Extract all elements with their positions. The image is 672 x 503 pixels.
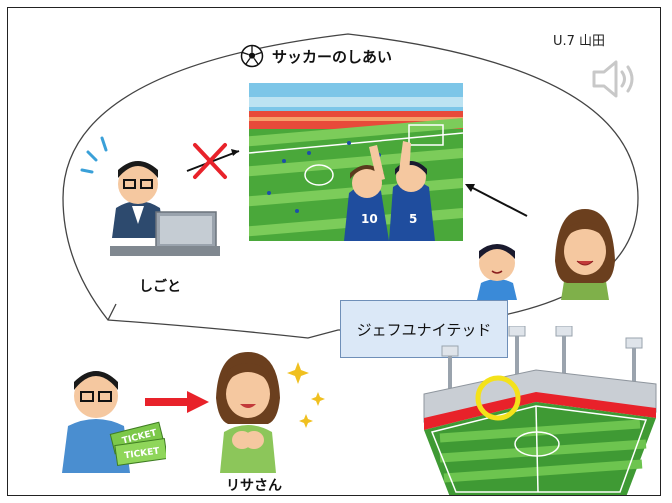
bubble-title: サッカーのしあい <box>240 44 392 68</box>
family-illustration <box>477 209 615 300</box>
sparkle-icon <box>287 362 325 428</box>
red-arrow-icon <box>145 391 209 413</box>
work-label: しごと <box>139 279 181 295</box>
soccer-ball-icon <box>240 44 264 68</box>
cross-icon <box>186 143 240 179</box>
soccer-match-image: 10 5 <box>249 83 463 241</box>
office-worker-illustration <box>80 136 220 256</box>
bubble-title-text: サッカーのしあい <box>272 47 393 66</box>
jersey-number-left: 10 <box>361 212 378 226</box>
team-name: ジェフユナイテッド <box>356 320 492 339</box>
highlight-ring <box>475 375 521 421</box>
lisa-label: リサさん <box>226 478 282 494</box>
ticket-text-2: TICKET <box>124 446 161 461</box>
team-name-box: ジェフユナイテッド <box>340 300 508 358</box>
lisa-illustration <box>216 352 325 473</box>
ticket-icon: TICKET TICKET <box>109 421 166 466</box>
pointing-arrow <box>465 184 528 217</box>
ticket-holder-illustration: TICKET TICKET <box>62 371 166 473</box>
speaker-icon[interactable] <box>590 58 640 100</box>
unit-label: U.7 山田 <box>553 34 606 49</box>
stadium-illustration <box>423 326 657 495</box>
speech-bubble <box>62 33 639 339</box>
jersey-number-right: 5 <box>409 212 417 226</box>
slide-frame: U.7 山田 サッカーのしあい <box>7 7 661 496</box>
